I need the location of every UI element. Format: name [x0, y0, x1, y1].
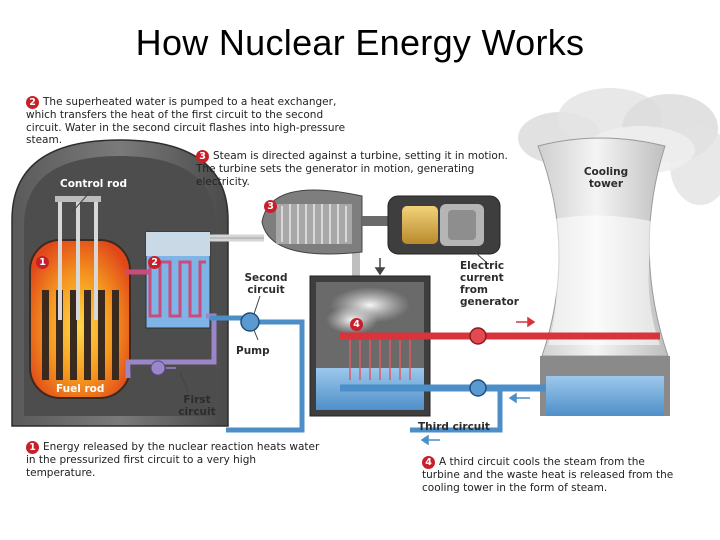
- third-circuit-piping: [340, 327, 660, 433]
- step-1-badge: 1: [36, 256, 49, 269]
- third-circuit-label: Third circuit: [418, 421, 490, 433]
- step-2-badge: 2: [148, 256, 161, 269]
- cooling-tower: [537, 137, 670, 416]
- reactor-containment: [11, 139, 229, 427]
- fuel-rod-label: Fuel rod: [56, 383, 105, 395]
- step-2-text: The superheated water is pumped to a hea…: [26, 96, 346, 146]
- flow-arrows: [166, 258, 536, 446]
- step-4-marker: 4: [422, 456, 435, 469]
- pump-label: Pump: [236, 345, 270, 357]
- leader-lines: [71, 191, 487, 393]
- second-circuit-piping: [210, 234, 360, 433]
- generator: [387, 195, 501, 255]
- control-rods: [55, 196, 101, 320]
- step-1-text: Energy released by the nuclear reaction …: [26, 441, 320, 479]
- control-rod-label: Control rod: [60, 178, 127, 190]
- step-2-marker: 2: [26, 96, 39, 109]
- step-3-marker: 3: [196, 150, 209, 163]
- step-3-badge: 3: [264, 200, 277, 213]
- slide-title: How Nuclear Energy Works: [135, 22, 585, 63]
- step-1-marker: 1: [26, 441, 39, 454]
- step-4-badge: 4: [350, 318, 363, 331]
- fuel-rods: [42, 290, 119, 380]
- step-4-text: A third circuit cools the steam from the…: [422, 456, 674, 494]
- turbine: [261, 189, 390, 255]
- step-3-text: Steam is directed against a turbine, set…: [196, 150, 508, 188]
